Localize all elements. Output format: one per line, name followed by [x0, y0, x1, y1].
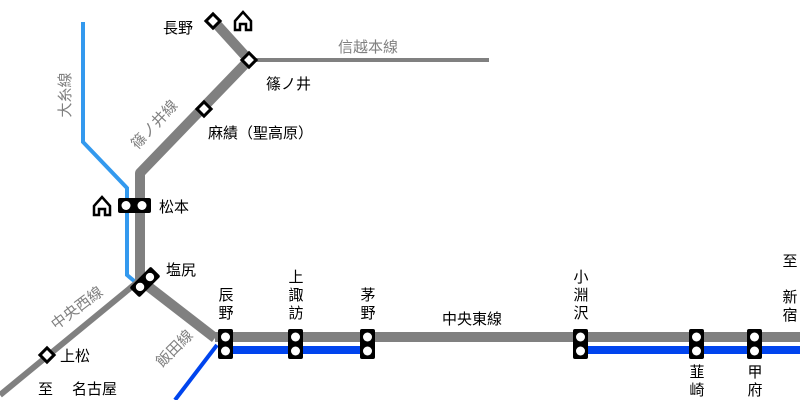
shinonoi-line [135, 13, 254, 280]
station-chino-label-1: 茅 [360, 286, 375, 304]
shiojiri-tatsuno-line [136, 276, 219, 342]
station-kobuchizawa-label-2: 淵 [573, 286, 588, 304]
station-kamimatsu-label: 上松 [60, 347, 90, 365]
oito-line-label: 大糸線 [56, 72, 74, 117]
house-outline-icon [92, 195, 112, 217]
station-kamisuwa-label-2: 諏 [288, 286, 303, 304]
destination-shinjuku-1: 新 [782, 288, 797, 306]
chuo-west-line-label: 中央西線 [48, 283, 107, 333]
destination-nagoya-to: 至 [38, 380, 53, 398]
station-nirasaki-label-1: 韮 [689, 363, 704, 381]
station-kobuchizawa-marker [573, 329, 588, 359]
station-kofu-marker [747, 329, 762, 359]
station-nirasaki-marker [689, 329, 704, 359]
station-tatsuno-marker [218, 329, 233, 359]
station-shinonoi-marker [239, 50, 259, 70]
station-kamimatsu-marker [37, 345, 57, 365]
station-chino-label-2: 野 [360, 304, 375, 322]
station-tatsuno-label-2: 野 [218, 304, 233, 322]
house-outline-icon [233, 10, 253, 32]
destination-nagoya: 名古屋 [72, 380, 117, 398]
station-nirasaki-label-2: 崎 [689, 381, 704, 399]
station-matsumoto-label: 松本 [159, 198, 189, 216]
station-kobuchizawa-label-1: 小 [573, 268, 588, 286]
station-kofu-label-2: 府 [747, 381, 762, 399]
station-kamisuwa-label-3: 訪 [288, 304, 303, 322]
station-obasute-marker [194, 99, 214, 119]
station-shiojiri-marker [130, 267, 160, 297]
station-kamisuwa-marker [288, 329, 303, 359]
destination-shinjuku-to: 至 [782, 252, 797, 270]
station-obasute-label: 麻績（聖高原） [208, 124, 313, 142]
iida-line-label: 飯田線 [152, 326, 197, 371]
destination-shinjuku-2: 宿 [782, 306, 797, 324]
station-tatsuno-label-1: 辰 [218, 286, 233, 304]
station-nagano-label: 長野 [163, 19, 193, 37]
station-shinonoi-label: 篠ノ井 [266, 75, 311, 93]
station-kofu-label-1: 甲 [747, 363, 762, 381]
station-chino-marker [360, 329, 375, 359]
chuo-west-line [0, 277, 142, 398]
station-nagano-marker [203, 11, 223, 31]
station-shiojiri-label: 塩尻 [166, 261, 196, 279]
shinetsu-line-label: 信越本線 [338, 38, 398, 56]
station-kobuchizawa-label-3: 沢 [573, 304, 588, 322]
station-matsumoto-marker [118, 198, 151, 213]
iida-line [173, 343, 219, 400]
chuo-east-line-label: 中央東線 [442, 310, 502, 328]
oito-line [81, 22, 141, 287]
station-kamisuwa-label-1: 上 [288, 268, 303, 286]
